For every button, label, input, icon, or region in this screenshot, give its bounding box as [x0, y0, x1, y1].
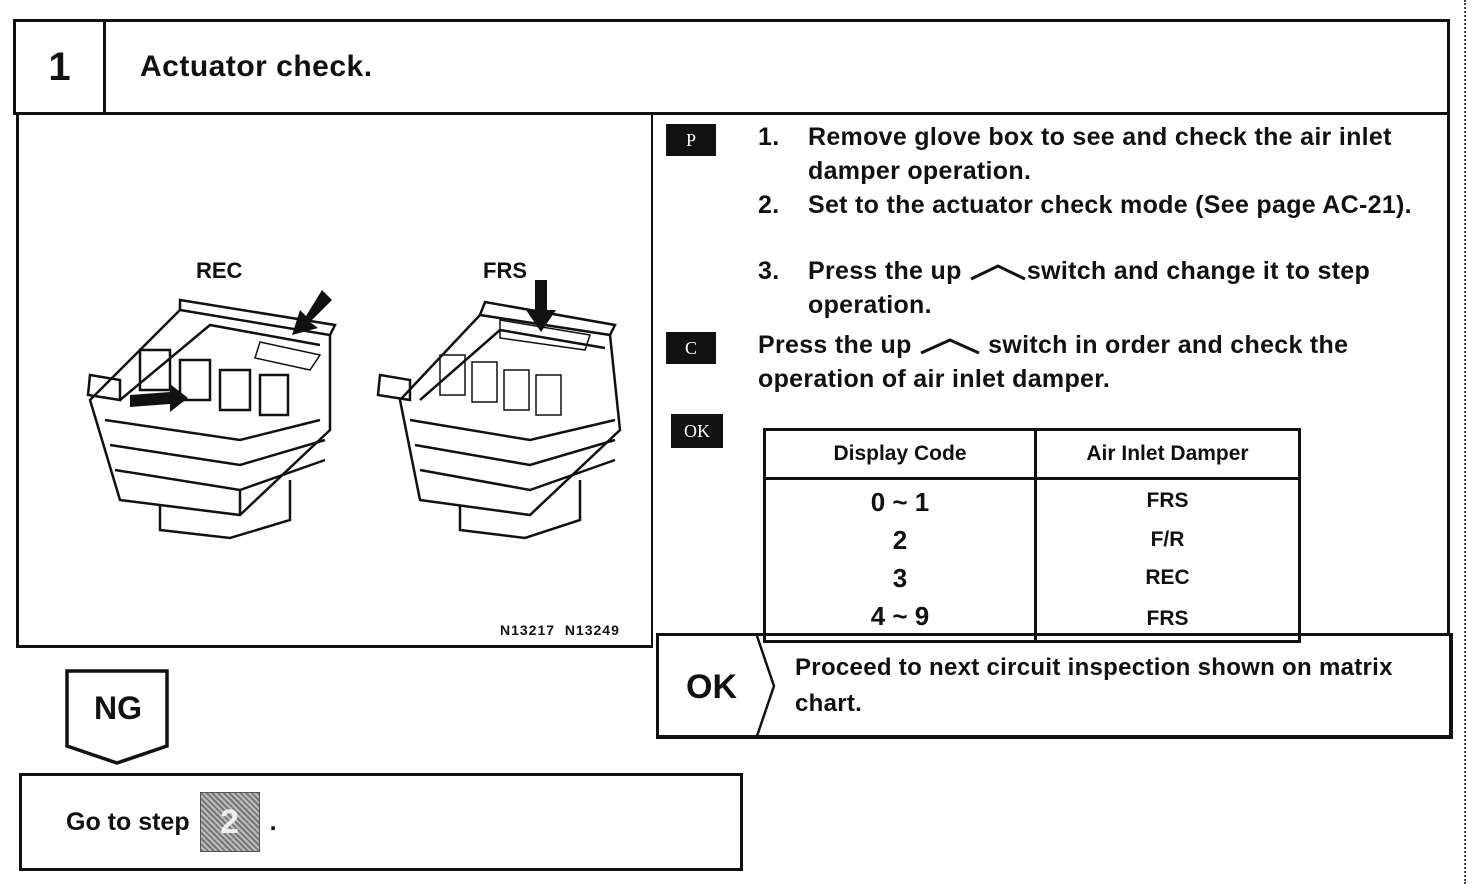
- table-row: 3 REC: [764, 559, 1300, 597]
- step-number: 1: [16, 22, 106, 112]
- table-row: 2 F/R: [764, 521, 1300, 559]
- goto-text: Go to step: [66, 807, 190, 836]
- actuator-illustration: [86, 280, 622, 540]
- frs-unit-drawing: [376, 300, 622, 540]
- result-table: Display Code Air Inlet Damper 0 ~ 1 FRS …: [763, 428, 1301, 643]
- prepare-badge: P: [666, 124, 716, 156]
- arrow-icons: [130, 280, 556, 412]
- up-switch-icon: [970, 264, 1026, 281]
- display-code-cell: 3: [764, 559, 1037, 597]
- label-rec: REC: [196, 258, 243, 283]
- page-edge-divider: [1464, 0, 1466, 884]
- prepare-step-3: 3. Press the up switch and change it to …: [758, 257, 1371, 319]
- ng-label-shape: [65, 669, 169, 765]
- goto-suffix: .: [269, 807, 277, 836]
- step-header: [13, 19, 1450, 115]
- ok-proceed-text: Proceed to next circuit inspection shown…: [795, 654, 1393, 717]
- check-badge: C: [666, 332, 716, 364]
- table-row: 0 ~ 1 FRS: [764, 478, 1300, 521]
- damper-cell: FRS: [1146, 606, 1189, 630]
- ng-label: NG: [94, 690, 142, 726]
- table-header-row: Display Code Air Inlet Damper: [764, 429, 1300, 480]
- header-display-code: Display Code: [764, 429, 1037, 480]
- goto-step-box: Go to step 2 .: [19, 773, 743, 871]
- ok-branch-box: [656, 633, 1453, 739]
- check-instruction: Press the up switch in order and check t…: [758, 331, 1349, 393]
- chevron-right-icon: [755, 636, 776, 736]
- part-numbers: N13217 N13249: [500, 622, 620, 638]
- step-reference-icon[interactable]: 2: [199, 792, 260, 852]
- prepare-step-1: 1. Remove glove box to see and check the…: [758, 123, 1392, 185]
- damper-cell: FRS: [1146, 488, 1189, 512]
- header-air-inlet-damper: Air Inlet Damper: [1035, 429, 1300, 480]
- damper-cell: F/R: [1150, 528, 1185, 551]
- display-code-cell: 0 ~ 1: [764, 478, 1037, 521]
- up-switch-icon: [920, 338, 980, 355]
- rec-unit-drawing: [86, 298, 337, 540]
- illustration-panel: [16, 112, 653, 648]
- label-frs: FRS: [483, 258, 527, 283]
- prepare-step-2: 2. Set to the actuator check mode (See p…: [758, 191, 1412, 219]
- ok-badge: OK: [671, 414, 723, 448]
- damper-cell: REC: [1145, 566, 1190, 589]
- ok-label: OK: [686, 668, 737, 706]
- display-code-cell: 2: [764, 521, 1037, 559]
- instructions-panel: [653, 112, 1450, 636]
- step-title: Actuator check.: [140, 50, 373, 83]
